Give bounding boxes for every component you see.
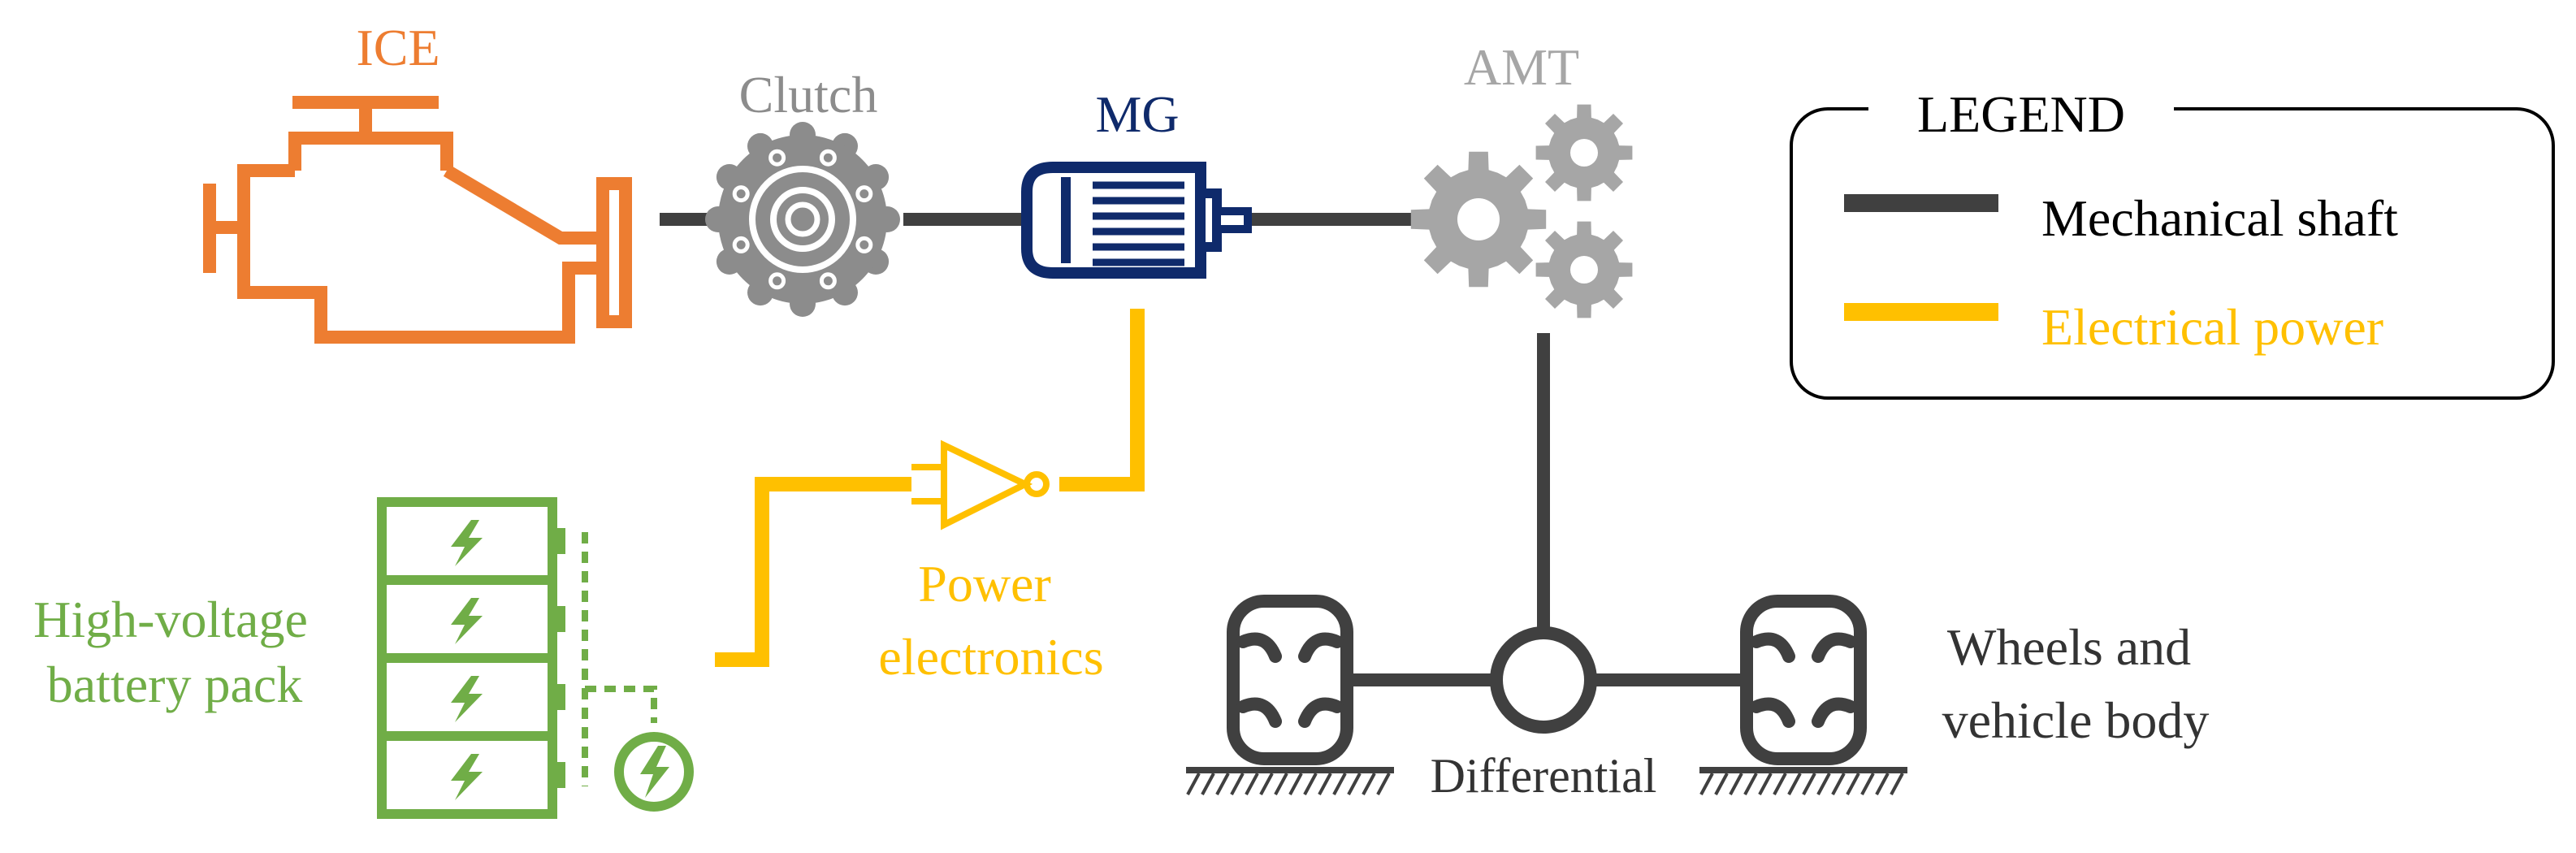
ground-hatch: [1846, 773, 1860, 795]
wheels-label-line2: vehicle body: [1942, 691, 2210, 749]
battery-label-line1: High-voltage: [33, 591, 308, 648]
wheels-label-line1: Wheels and: [1947, 618, 2191, 676]
legend-label-electrical: Electrical power: [2041, 298, 2383, 356]
mg-label: MG: [1095, 85, 1179, 143]
gear-bottom-shape: [1535, 221, 1633, 318]
ground-hatch: [1303, 773, 1318, 795]
engine-icon: [203, 96, 632, 344]
motor-icon: [1021, 162, 1252, 279]
ground-hatch: [1274, 773, 1288, 795]
ground-hatch: [1288, 773, 1303, 795]
power-electronics-label-line2: electronics: [878, 628, 1103, 686]
ground-hatch: [1890, 773, 1904, 795]
gear-top-shape: [1535, 104, 1633, 201]
power-line-battery-pe: [715, 477, 911, 667]
ice-label: ICE: [356, 19, 439, 76]
power-electronics-label: Power electronics: [878, 555, 1103, 686]
legend-title: LEGEND: [1917, 85, 2125, 143]
clutch-hole: [732, 236, 750, 253]
legend-label-mechanical: Mechanical shaft: [2041, 189, 2398, 247]
ground-hatch: [1699, 773, 1714, 795]
ground-hatch: [1332, 773, 1347, 795]
ground-hatch: [1215, 773, 1230, 795]
wheel-left-icon: [1186, 595, 1394, 795]
inverter-icon: [911, 439, 1050, 530]
clutch-hole: [768, 272, 786, 290]
differential-label: Differential: [1431, 749, 1657, 803]
clutch-hole: [732, 185, 750, 203]
electrical-power-lines: [715, 309, 1145, 667]
mechanical-shafts: [660, 213, 1747, 686]
ground-hatch: [1729, 773, 1743, 795]
battery-label-line2: battery pack: [47, 656, 303, 713]
battery-label: High-voltage battery pack: [33, 591, 321, 713]
power-line-pe-mg: [1059, 309, 1145, 491]
ground-hatch: [1259, 773, 1274, 795]
ground-hatch: [1758, 773, 1773, 795]
power-electronics-label-line1: Power: [918, 555, 1051, 613]
clutch-hole: [819, 272, 837, 290]
ground-hatch: [1347, 773, 1362, 795]
ground-hatch: [1362, 773, 1376, 795]
ground-hatch: [1860, 773, 1875, 795]
wheels-label: Wheels and vehicle body: [1942, 618, 2210, 749]
clutch-hole: [768, 149, 786, 167]
ground-hatch: [1831, 773, 1846, 795]
ground-hatch: [1773, 773, 1787, 795]
ground-hatch: [1743, 773, 1758, 795]
ground-hatch: [1230, 773, 1245, 795]
clutch-hole: [819, 149, 837, 167]
battery-icon: [377, 497, 694, 819]
legend: LEGEND Mechanical shaft Electrical power: [1790, 81, 2555, 400]
ground-hatch: [1714, 773, 1729, 795]
clutch-hole: [855, 185, 873, 203]
clutch-hole: [855, 236, 873, 253]
ground-hatch: [1875, 773, 1890, 795]
clutch-label: Clutch: [739, 66, 878, 123]
amt-label: AMT: [1464, 38, 1579, 96]
ground-hatch: [1787, 773, 1802, 795]
ground-hatch: [1816, 773, 1831, 795]
differential-icon: [1490, 626, 1597, 734]
ground-hatch: [1186, 773, 1201, 795]
gear-big-shape: [1410, 151, 1547, 288]
ground-hatch: [1802, 773, 1816, 795]
wheel-right-icon: [1699, 595, 1907, 795]
ground-hatch: [1376, 773, 1391, 795]
ground-hatch: [1318, 773, 1332, 795]
ground-hatch: [1201, 773, 1215, 795]
gearbox-icon: [1410, 104, 1633, 318]
ground-hatch: [1245, 773, 1259, 795]
clutch-icon: [705, 122, 900, 317]
